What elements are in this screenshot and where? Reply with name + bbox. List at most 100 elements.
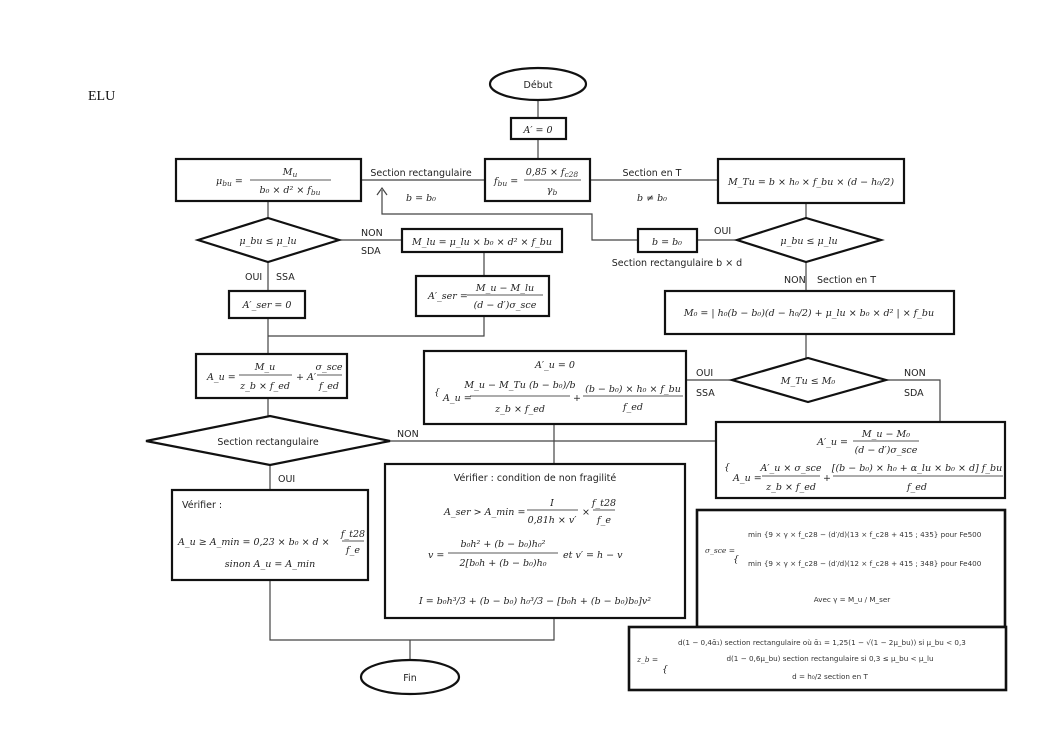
label-ssa-mtu: SSA	[696, 388, 715, 399]
mtu-box	[716, 157, 906, 205]
label-non-section: NON	[397, 429, 419, 440]
sigma-sce-box	[695, 508, 1007, 629]
au-left-lhs: A_u =	[206, 372, 236, 383]
fbu-lhs: fbu =	[493, 176, 518, 188]
verify-left-frac-den: f_e	[345, 545, 360, 556]
label-section-rectangulaire: Section rectangulaire	[370, 168, 471, 179]
au-sda-denominator: z_b × f_ed	[765, 482, 816, 493]
decision-mu-left-text: μ_bu ≤ μ_lu	[239, 236, 296, 247]
label-b-equals-b0: b = b₀	[406, 193, 436, 204]
verify-left-line2: sinon A_u = A_min	[225, 559, 315, 570]
label-non-mtu: NON	[904, 368, 926, 379]
verify-mid-l1-den2: f_e	[596, 515, 611, 526]
verify-left-box	[170, 488, 370, 582]
brace-icon: {	[434, 387, 440, 398]
verify-mid-l1-num2: f_t28	[591, 498, 616, 509]
brace-icon: {	[662, 664, 668, 675]
connectors	[267, 99, 941, 660]
verify-mid-l1-times: ×	[582, 507, 590, 518]
label-oui-left: OUI	[245, 272, 262, 283]
au-left-plus: + A′	[296, 372, 317, 383]
decision-mu-right-text: μ_bu ≤ μ_lu	[780, 236, 837, 247]
aser-formula: A′_ser = M_u − M_lu (d − d′)σ_sce	[427, 283, 543, 311]
zb-line1: d(1 − 0,4ᾱ₁) section rectangulaire où ᾱ₁…	[678, 638, 966, 647]
decision-section-rectangulaire	[145, 414, 391, 467]
fbu-formula: fbu = 0,85 × fc28 γb	[493, 167, 581, 197]
au-ssa-numerator2: (b − b₀) × h₀ × f_bu	[585, 384, 681, 395]
verify-mid-l1-den: 0,81h × v′	[528, 515, 578, 526]
au-left-formula: A_u = M_u z_b × f_ed + A′ σ_sce f_ed	[206, 362, 343, 392]
arrow-up-icon	[376, 186, 388, 196]
zb-line3: d = h₀/2 section en T	[792, 672, 868, 681]
verify-mid-l3: I = b₀h³/3 + (b − b₀) h₀³/3 − [b₀h + (b …	[418, 596, 651, 607]
label-sda-left: SDA	[361, 246, 381, 257]
au-sda-t-formula: { A′_u = M_u − M₀ (d − d′)σ_sce A_u = A′…	[724, 429, 1003, 493]
verify-mid-l1-num: I	[549, 498, 554, 509]
label-section-en-t-right: Section en T	[817, 275, 876, 286]
verify-mid-l2-den: 2[b₀h + (b − b₀)h₀	[458, 558, 546, 569]
verify-left-content: Vérifier : A_u ≥ A_min = 0,23 × b₀ × d ×…	[177, 500, 365, 570]
aprime-zero-text: A′ = 0	[522, 125, 552, 136]
aser-zero-box	[227, 289, 307, 320]
b-equals-b0-box	[636, 227, 699, 254]
decision-mu-right	[733, 216, 885, 264]
au-sda-numerator2: [(b − b₀) × h₀ + α_lu × b₀ × d] f_bu	[832, 463, 1003, 474]
mlu-formula: M_lu = μ_lu × b₀ × d² × f_bu	[411, 237, 552, 248]
au-sda-line1-den: (d − d′)σ_sce	[855, 445, 918, 456]
aprime-zero-box	[509, 116, 568, 141]
label-non-left: NON	[361, 228, 383, 239]
fbu-numerator: 0,85 × fc28	[526, 167, 579, 179]
mlu-box	[400, 227, 564, 254]
verify-mid-content: Vérifier : condition de non fragilité A_…	[418, 473, 651, 607]
au-sda-numerator: A′_u × σ_sce	[760, 463, 822, 474]
au-left-box	[194, 352, 349, 400]
edge-b0-return	[381, 190, 638, 241]
zb-line2: d(1 − 0,6μ_bu) section rectangulaire si …	[726, 654, 933, 663]
au-sda-plus: +	[823, 473, 831, 484]
label-oui-mtu: OUI	[696, 368, 713, 379]
fbu-denominator: γb	[547, 185, 558, 197]
sigma-sce-content: σ_sce = { min {9 × γ × f_c28 − (d′/d)(13…	[705, 530, 982, 604]
aser-numerator: M_u − M_lu	[475, 283, 534, 294]
au-ssa-plus: +	[573, 393, 581, 404]
verify-mid-title: Vérifier : condition de non fragilité	[454, 473, 617, 484]
label-ssa-left: SSA	[276, 272, 295, 283]
mtu-formula: M_Tu = b × h₀ × f_bu × (d − h₀/2)	[727, 177, 894, 188]
au-ssa-t-formula: { A′_u = 0 A_u = M_u − M_Tu (b − b₀)/b z…	[434, 360, 683, 415]
label-section-rect-bxd: Section rectangulaire b × d	[612, 258, 742, 269]
m0-formula: M₀ = | h₀(b − b₀)(d − h₀/2) + μ_lu × b₀ …	[683, 308, 934, 319]
aser-denominator: (d − d′)σ_sce	[474, 300, 537, 311]
sigma-sce-line2: min {9 × γ × f_c28 − (d′/d)(12 × f_c28 +…	[748, 559, 982, 568]
au-left-numerator: M_u	[254, 362, 276, 373]
au-sda-line1-lhs: A′_u =	[816, 437, 848, 448]
label-non-right: NON	[784, 275, 806, 286]
verify-mid-l2-lhs: v =	[428, 550, 444, 561]
label-section-en-t: Section en T	[622, 168, 681, 179]
decision-mu-left	[194, 216, 343, 264]
label-b-not-equal-b0: b ≠ b₀	[637, 193, 667, 204]
au-ssa-lhs: A_u =	[442, 393, 472, 404]
mu-bu-formula: μbu = Mu b₀ × d² × fbu	[216, 167, 331, 197]
au-left-denominator: z_b × f_ed	[239, 381, 290, 392]
decision-mtu-m0	[728, 356, 891, 404]
edge-aser-merge	[268, 316, 485, 337]
edge-verify-merge	[269, 580, 555, 641]
au-ssa-line1: A′_u = 0	[534, 360, 575, 371]
decision-section-text: Section rectangulaire	[217, 437, 318, 448]
label-oui-section: OUI	[278, 474, 295, 485]
end-node	[359, 658, 461, 696]
verify-mid-l1-lhs: A_ser > A_min =	[443, 507, 525, 518]
sigma-sce-line1: min {9 × γ × f_c28 − (d′/d)(13 × f_c28 +…	[748, 530, 982, 539]
verify-left-title: Vérifier :	[182, 500, 222, 511]
au-sda-line2-lhs: A_u =	[732, 473, 762, 484]
verify-left-frac-num: f_t28	[340, 529, 365, 540]
verify-mid-l2-num: b₀h² + (b − b₀)h₀²	[461, 539, 546, 550]
zb-content: z_b = { d(1 − 0,4ᾱ₁) section rectangulai…	[636, 638, 966, 681]
aser-lhs: A′_ser =	[427, 291, 468, 302]
au-left-frac2-den: f_ed	[318, 381, 339, 392]
au-left-frac2-num: σ_sce	[315, 362, 342, 373]
sigma-sce-avec: Avec γ = M_u / M_ser	[814, 595, 891, 604]
mu-bu-denominator: b₀ × d² × fbu	[260, 185, 321, 197]
zb-box	[627, 625, 1008, 692]
